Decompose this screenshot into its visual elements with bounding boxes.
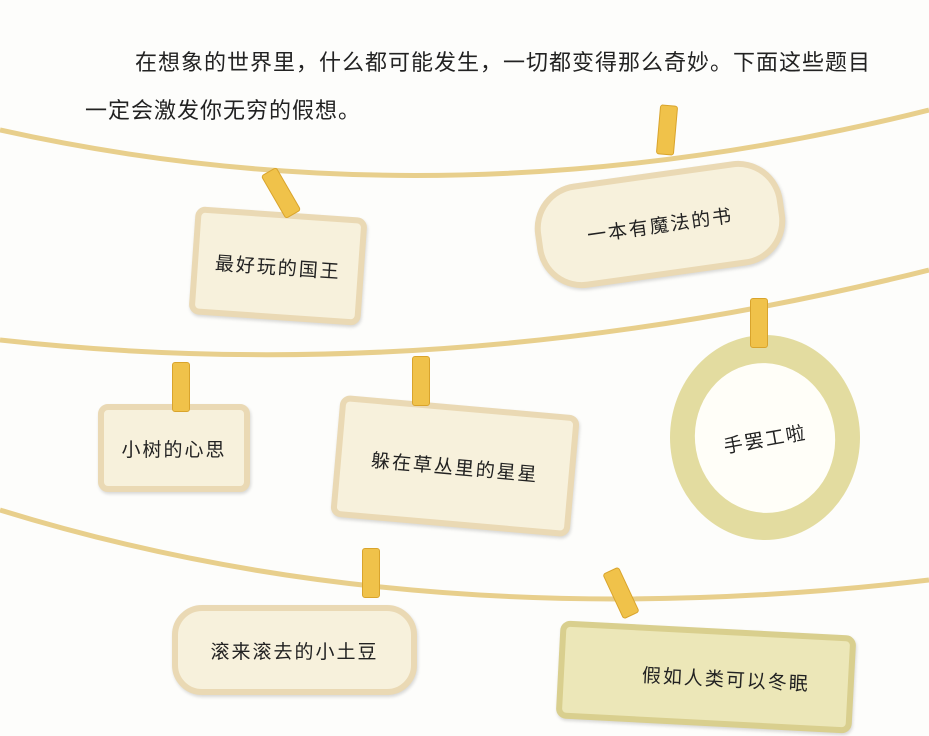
topic-label: 躲在草丛里的星星 xyxy=(370,449,540,486)
topic-card: 小树的心思 xyxy=(98,404,250,492)
intro-paragraph: 在想象的世界里，什么都可能发生，一切都变得那么奇妙。下面这些题目一定会激发你无穷… xyxy=(85,40,885,136)
topic-label: 手罢工啦 xyxy=(721,420,809,458)
rope-1 xyxy=(0,107,929,178)
topic-card: 假如人类可以冬眠 xyxy=(555,620,857,734)
topic-card-round: 手罢工啦 xyxy=(670,335,860,540)
rope-2 xyxy=(0,267,929,358)
topic-label: 一本有魔法的书 xyxy=(585,204,735,248)
topic-label: 滚来滚去的小土豆 xyxy=(210,640,379,663)
clothespin-icon xyxy=(362,548,380,598)
topic-label: 假如人类可以冬眠 xyxy=(641,664,811,695)
topic-card: 最好玩的国王 xyxy=(188,206,368,326)
topic-label: 小树的心思 xyxy=(121,438,227,461)
clothespin-icon xyxy=(750,298,768,348)
clothespin-icon xyxy=(412,356,430,406)
clothespin-icon xyxy=(172,362,190,412)
topic-label: 最好玩的国王 xyxy=(214,252,342,283)
rope-3 xyxy=(0,507,929,602)
round-card-face: 手罢工啦 xyxy=(683,351,847,524)
intro-text: 在想象的世界里，什么都可能发生，一切都变得那么奇妙。下面这些题目一定会激发你无穷… xyxy=(85,51,872,124)
topic-card: 滚来滚去的小土豆 xyxy=(172,605,417,695)
topic-card: 躲在草丛里的星星 xyxy=(330,394,580,538)
